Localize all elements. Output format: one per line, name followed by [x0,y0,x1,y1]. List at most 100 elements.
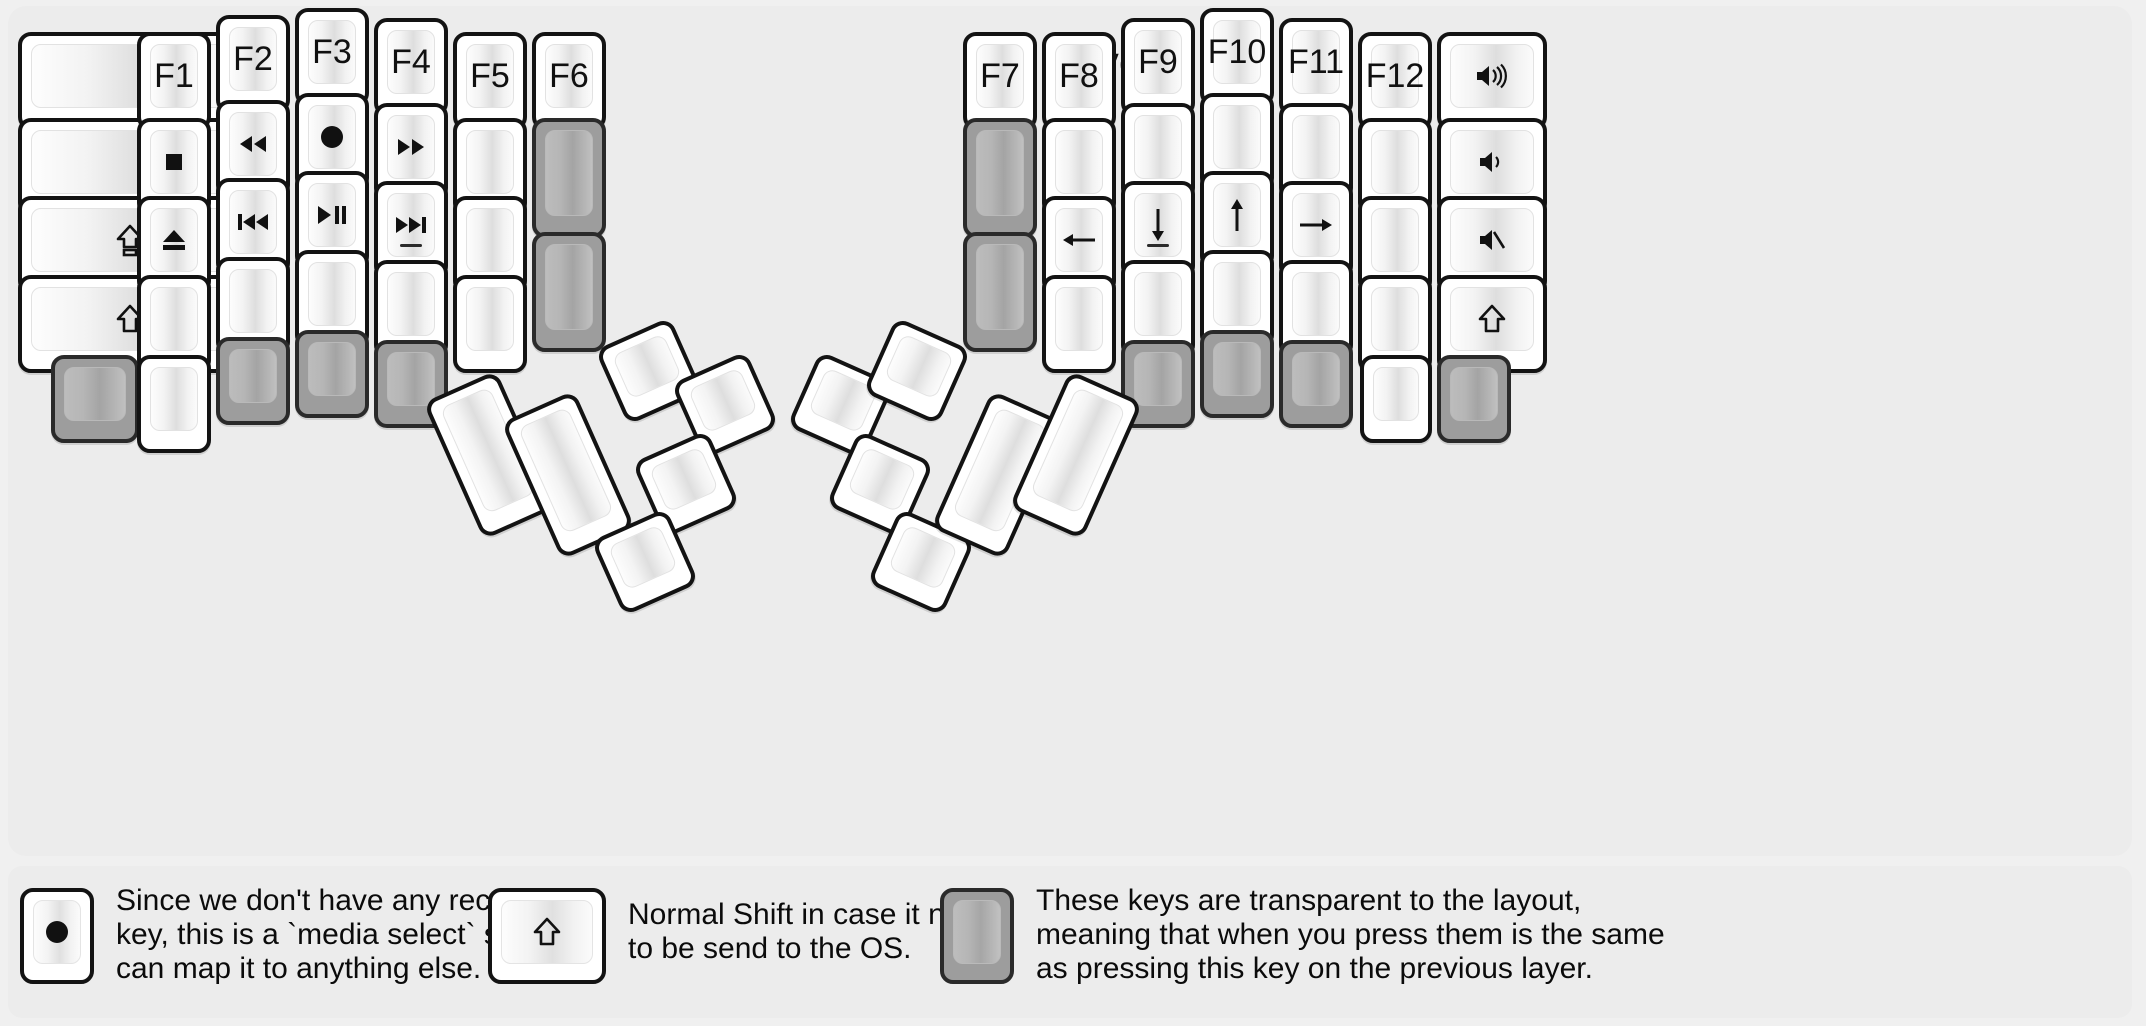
keycap [1450,287,1534,351]
keycap: F8 [1055,44,1103,108]
key-f10[interactable]: F10 [1200,8,1274,106]
media-fast-forward-icon [395,137,427,157]
key-label: F11 [1287,43,1345,81]
legend-panel [8,866,2132,1018]
keycap [1292,193,1340,257]
keycap [387,115,435,179]
keycap [1450,44,1534,108]
keycap [1134,352,1182,406]
key-f4[interactable]: F4 [374,18,448,116]
legend-item-record: Since we don't have any recording key, t… [20,884,582,986]
keycap [807,367,879,434]
key-right-outer-r5[interactable] [1360,355,1432,443]
key-volume-mute[interactable] [1437,196,1547,294]
volume-up-icon [1474,63,1510,89]
key-f12[interactable]: F12 [1358,32,1432,130]
legend-key-record [20,888,94,984]
key-left-outer-transparent[interactable] [51,355,139,443]
keycap: F4 [387,30,435,94]
keycap [1213,105,1261,169]
keycap [976,244,1024,330]
key-right-c11-transparent[interactable] [1279,340,1353,428]
key-label: F10 [1207,33,1267,71]
keycap [229,269,277,333]
keycap [1373,367,1419,421]
keycap [611,333,683,400]
shift-icon [532,916,562,948]
key-left-c2-transparent[interactable] [216,337,290,425]
key-right-c10-r2[interactable] [1200,93,1274,191]
media-record-icon [44,919,70,945]
key-f1[interactable]: F1 [137,32,211,130]
key-label: F9 [1138,43,1178,81]
key-f9[interactable]: F9 [1121,18,1195,116]
keycap [150,287,198,351]
keycap [648,446,720,513]
key-left-c5-r4[interactable] [453,275,527,373]
arrow-down-icon [1147,207,1169,243]
key-label: F6 [549,57,589,95]
keycap [607,524,679,591]
key-label: F12 [1365,57,1425,95]
keycap: F9 [1134,30,1182,94]
legend-text-transparent: These keys are transparent to the layout… [1036,884,1665,985]
key-right-c7-transparent-2[interactable] [963,232,1037,352]
arrow-up-icon [1226,197,1248,233]
legend-key-transparent [940,888,1014,984]
key-left-c3-transparent[interactable] [295,330,369,418]
media-stop-icon [162,150,186,174]
key-f8[interactable]: F8 [1042,32,1116,130]
keycap [229,349,277,403]
key-f7[interactable]: F7 [963,32,1037,130]
keycap [846,446,918,513]
keycap: F10 [1208,20,1266,84]
key-right-c10-transparent[interactable] [1200,330,1274,418]
keycap [387,193,435,257]
keycap [687,367,759,434]
keycap [229,190,277,254]
key-left-c6-transparent-2[interactable] [532,232,606,352]
key-left-c4-transparent[interactable] [374,340,448,428]
keycap [883,333,955,400]
legend-item-shift: Normal Shift in case it needs to be send… [488,888,1010,984]
key-f5[interactable]: F5 [453,32,527,130]
media-play-pause-icon [316,204,348,226]
key-volume-up[interactable] [1437,32,1547,130]
keycap [33,900,81,964]
keycap: F12 [1366,44,1424,108]
keycap [466,208,514,272]
key-f2[interactable]: F2 [216,15,290,113]
keycap [466,287,514,351]
media-eject-icon [160,227,188,253]
keycap [1450,130,1534,194]
key-left-c1-r5[interactable] [137,355,211,453]
key-right-outer-transparent[interactable] [1437,355,1511,443]
key-label: F5 [470,57,510,95]
key-f6[interactable]: F6 [532,32,606,130]
key-f3[interactable]: F3 [295,8,369,106]
keycap [150,130,198,194]
keycap [308,342,356,396]
media-rewind-icon [237,134,269,154]
media-previous-icon [236,212,270,232]
volume-down-icon [1477,149,1507,175]
keycap [1371,287,1419,351]
homing-bar [1147,244,1169,247]
key-f11[interactable]: F11 [1279,18,1353,116]
keycap [1371,208,1419,272]
key-right-c8-r4[interactable] [1042,275,1116,373]
keycap [229,112,277,176]
homing-bar [400,244,422,247]
key-left-c6-transparent-1[interactable] [532,118,606,238]
key-label: F2 [233,40,273,78]
volume-mute-icon [1477,227,1507,253]
keycap [1213,262,1261,326]
keycap: F11 [1288,30,1344,94]
keycap [1292,352,1340,406]
keycap: F1 [150,44,198,108]
keycap [501,900,593,964]
keycap [976,130,1024,216]
key-right-c7-transparent-1[interactable] [963,118,1037,238]
keycap [308,262,356,326]
